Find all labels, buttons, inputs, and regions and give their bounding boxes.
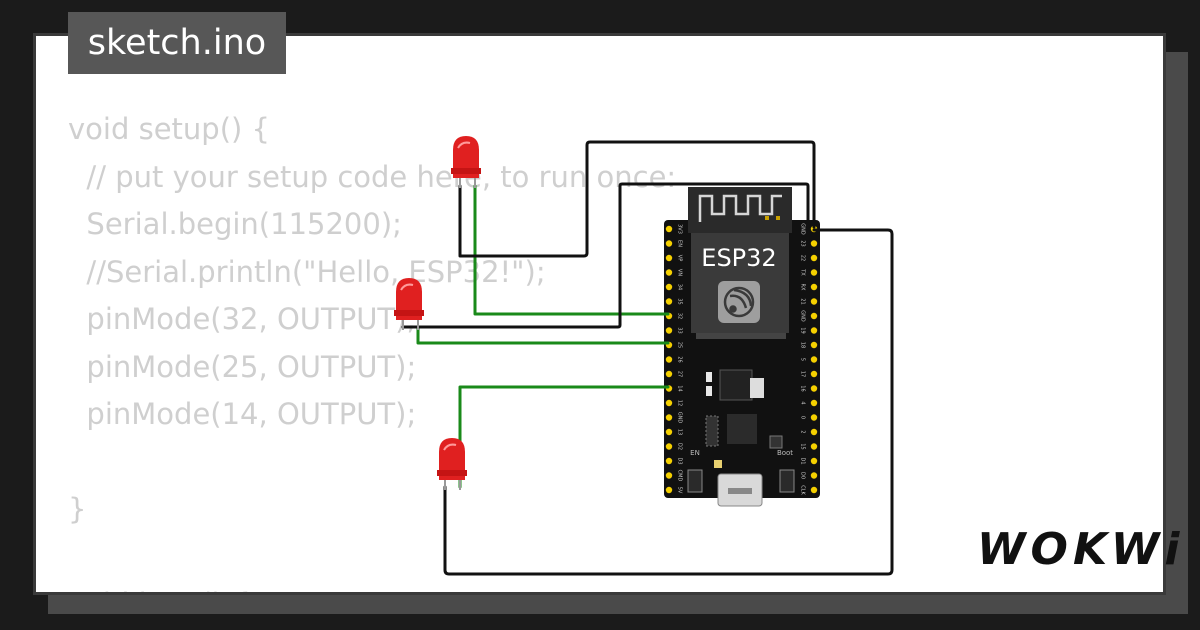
left-pin-label: CMD — [677, 470, 683, 482]
esp32-board[interactable]: ESP32 EN Boot 3V3ENVPVN34353233252627141… — [664, 187, 820, 507]
right-pin[interactable] — [810, 341, 818, 349]
left-pin-label: VN — [677, 269, 683, 276]
right-pin[interactable] — [810, 472, 818, 479]
right-pin-label: GND — [800, 223, 806, 235]
code-line: pinMode(14, OUTPUT); — [68, 397, 417, 431]
wire-pin32[interactable] — [473, 184, 670, 316]
right-pin-label: TX — [800, 268, 806, 276]
right-pin-label: 22 — [800, 255, 806, 261]
left-pin-label: 12 — [677, 400, 683, 406]
wokwi-logo: WOKWi — [977, 524, 1185, 575]
right-pin-label: 15 — [800, 443, 806, 449]
right-pin[interactable] — [810, 399, 818, 407]
left-pin[interactable] — [665, 283, 673, 291]
en-label: EN — [690, 449, 700, 457]
left-pin[interactable] — [665, 428, 673, 436]
right-pin[interactable] — [810, 254, 818, 262]
left-pin-label: 27 — [677, 371, 683, 377]
code-line: void setup() { — [68, 112, 270, 146]
right-pin[interactable] — [810, 240, 818, 247]
code-line: pinMode(25, OUTPUT); — [68, 349, 417, 384]
sketch-tab[interactable]: sketch.ino — [68, 12, 286, 74]
right-pin[interactable] — [810, 486, 818, 494]
left-pin[interactable] — [665, 225, 673, 233]
right-pin[interactable] — [810, 298, 818, 305]
right-pin-label: D1 — [800, 457, 806, 464]
left-pin-label: D3 — [677, 457, 683, 464]
led-bottom[interactable] — [437, 438, 467, 490]
left-pin-label: 25 — [677, 342, 683, 348]
right-pin-label: 21 — [800, 298, 806, 304]
left-pin[interactable] — [665, 414, 673, 421]
right-pin[interactable] — [810, 414, 818, 421]
left-pin-label: 3V3 — [677, 224, 683, 234]
right-pin[interactable] — [810, 443, 818, 450]
left-pin[interactable] — [665, 370, 673, 378]
boot-label: Boot — [777, 449, 793, 457]
right-pin[interactable] — [810, 312, 818, 320]
right-pin-label: GND — [800, 310, 806, 322]
left-pin-label: 34 — [677, 284, 683, 290]
left-pin[interactable] — [665, 269, 673, 276]
right-pin[interactable] — [810, 428, 818, 436]
right-pin-label: 2 — [800, 430, 806, 433]
right-pin-label: 23 — [800, 240, 806, 246]
wire-gnd-middle[interactable] — [401, 182, 810, 329]
left-pin-label: EN — [677, 240, 683, 247]
left-pin-label: D2 — [677, 443, 683, 450]
led-top[interactable] — [451, 136, 481, 188]
right-pin-label: RX — [800, 284, 806, 291]
left-pin-label: GND — [677, 412, 683, 424]
right-pin-label: 0 — [800, 416, 806, 419]
right-pin[interactable] — [810, 283, 818, 291]
right-pin-label: 17 — [800, 371, 806, 377]
right-pin[interactable] — [810, 385, 818, 392]
left-pin-label: 32 — [677, 313, 683, 319]
left-pin[interactable] — [665, 472, 673, 479]
wire-gnd-top[interactable] — [458, 140, 816, 258]
board-name: ESP32 — [701, 244, 776, 272]
left-pin[interactable] — [665, 443, 673, 450]
right-pin[interactable] — [810, 327, 818, 334]
espressif-logo-icon — [723, 286, 755, 318]
left-pin-label: 5V — [677, 487, 683, 494]
code-line: pinMode(32, OUTPUT); — [68, 302, 417, 336]
left-pin-label: VP — [677, 255, 683, 261]
code-line: void loop() { — [68, 581, 676, 592]
right-pin-label: CLK — [800, 485, 806, 495]
right-pin-label: D0 — [800, 472, 806, 479]
code-line: Serial.begin(115200); — [68, 207, 402, 241]
left-pin[interactable] — [665, 298, 673, 305]
wire-gnd-bottom[interactable] — [443, 228, 894, 576]
left-pin-label: 26 — [677, 356, 683, 362]
left-pin-label: 14 — [677, 385, 683, 391]
left-pin-label: 33 — [677, 327, 683, 333]
code-editor: void setup() { // put your setup code he… — [68, 106, 676, 592]
wire-pin14[interactable] — [458, 385, 670, 489]
right-pin-label: 18 — [800, 342, 806, 348]
code-line: } — [68, 492, 87, 526]
right-pin[interactable] — [810, 457, 818, 465]
left-pin[interactable] — [665, 399, 673, 407]
right-pin-label: 19 — [800, 327, 806, 333]
left-pin[interactable] — [665, 240, 673, 247]
left-pin[interactable] — [665, 457, 673, 465]
code-line: //Serial.println("Hello, ESP32!"); — [68, 254, 546, 289]
right-pin[interactable] — [810, 356, 818, 363]
left-pin[interactable] — [665, 486, 673, 494]
left-pin-label: 35 — [677, 298, 683, 304]
led-middle[interactable] — [394, 278, 424, 330]
right-pin-label: 16 — [800, 385, 806, 391]
right-pin[interactable] — [810, 370, 818, 378]
right-pin[interactable] — [810, 269, 818, 276]
right-pin-label: 5 — [800, 358, 806, 361]
left-pin[interactable] — [665, 254, 673, 262]
left-pin[interactable] — [665, 356, 673, 363]
right-pin-label: 4 — [800, 401, 806, 404]
wire-pin25[interactable] — [416, 326, 670, 345]
left-pin-label: 13 — [677, 429, 683, 435]
left-pin[interactable] — [665, 327, 673, 334]
